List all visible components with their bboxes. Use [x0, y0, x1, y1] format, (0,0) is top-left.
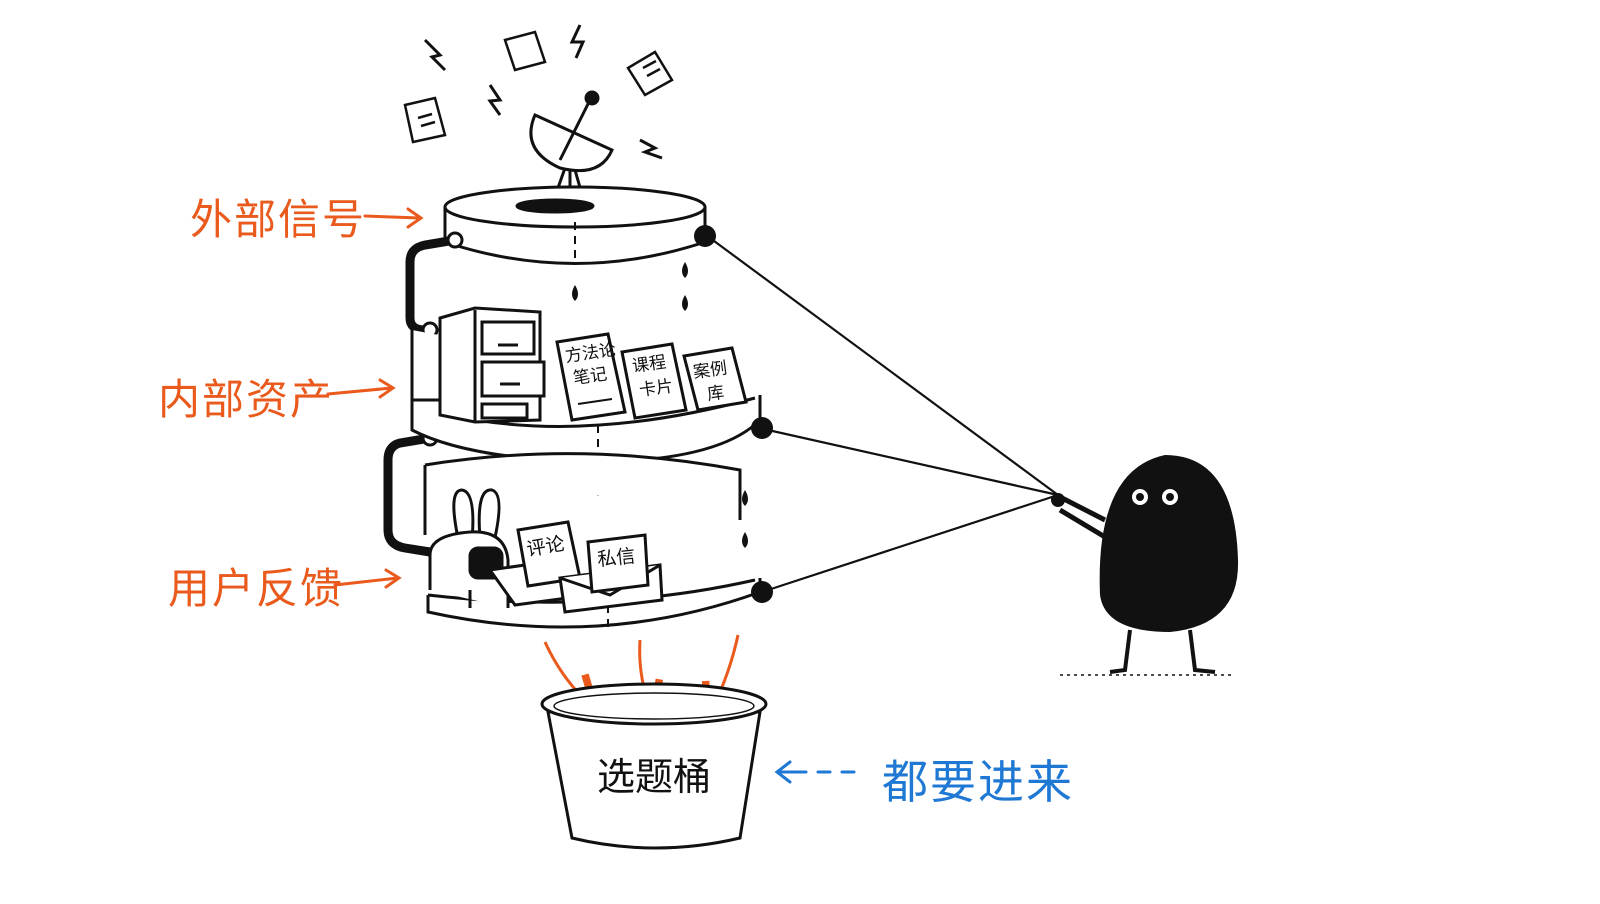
- file-cabinet-icon: [438, 306, 546, 424]
- drip-icon: [572, 262, 748, 548]
- envelope-dm-label: 私信: [596, 545, 636, 571]
- pull-strings: [709, 237, 1059, 592]
- topic-bucket-icon: [540, 682, 768, 850]
- card-cases-line2: 库: [706, 383, 726, 405]
- card-course-line2: 卡片: [638, 376, 674, 401]
- signal-bolt-icon: [423, 24, 663, 160]
- card-course-line1: 课程: [631, 352, 667, 377]
- card-notes-line2: 笔记: [572, 364, 608, 389]
- asset-card-notes: [555, 332, 627, 422]
- label-pointer-arrows: [326, 207, 424, 589]
- tier-external-signals: [443, 185, 707, 265]
- all-in-arrow: [774, 760, 856, 784]
- label-all-in: 都要进来: [882, 755, 1074, 809]
- label-external-signals: 外部信号: [190, 195, 367, 244]
- card-cases-line1: 案例: [692, 358, 728, 383]
- satellite-dish-icon: [529, 90, 614, 206]
- handle-icon: [383, 235, 460, 557]
- asset-card-cases: [682, 346, 748, 412]
- rabbit-mailbox-icon: [428, 488, 510, 608]
- label-user-feedback: 用户反馈: [168, 564, 345, 613]
- label-internal-assets: 内部资产: [158, 375, 335, 424]
- pulley-knob-icon: [694, 225, 773, 603]
- bucket-label: 选题桶: [597, 755, 711, 799]
- blob-character-icon: [1051, 455, 1239, 676]
- paper-sheet-icon: [403, 30, 674, 144]
- envelope-dm-icon: [558, 533, 664, 614]
- asset-card-course: [620, 342, 688, 420]
